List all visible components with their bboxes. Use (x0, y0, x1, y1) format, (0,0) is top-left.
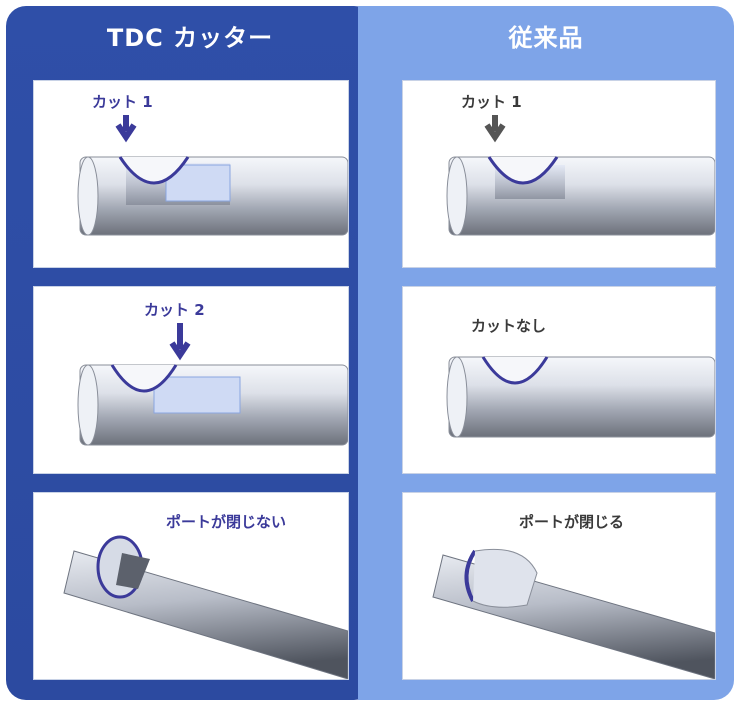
tdc-cut-2-label: カット 2 (144, 301, 205, 319)
tdc-column-title: TDC カッター (106, 24, 274, 52)
tdc-tube-angled-illustration (63, 535, 348, 679)
tdc-tube-cut-2-illustration (77, 323, 348, 446)
tdc-cut-1-label: カット 1 (92, 93, 153, 111)
conventional-panel-cut-1: カット 1 (402, 80, 716, 268)
tdc-tube-cut-1-illustration (77, 115, 348, 236)
tdc-panel-cut-1: カット 1 (33, 80, 349, 268)
conventional-panel-no-cut: カットなし (402, 286, 716, 474)
conventional-no-cut-label: カットなし (471, 317, 547, 335)
conventional-panel-port-closed: ポートが閉じる (402, 492, 716, 680)
conventional-tube-cut-1-illustration (446, 115, 715, 236)
conventional-column-title: 従来品 (508, 24, 584, 52)
conventional-tube-no-cut-illustration (446, 356, 715, 438)
tdc-panel-cut-2: カット 2 (33, 286, 349, 474)
conventional-tube-angled-illustration (432, 548, 715, 679)
conventional-cut-1-label: カット 1 (461, 93, 522, 111)
conventional-port-closed-label: ポートが閉じる (519, 513, 625, 531)
tdc-port-open-label: ポートが閉じない (166, 513, 287, 531)
tdc-panel-port-open: ポートが閉じない (33, 492, 349, 680)
